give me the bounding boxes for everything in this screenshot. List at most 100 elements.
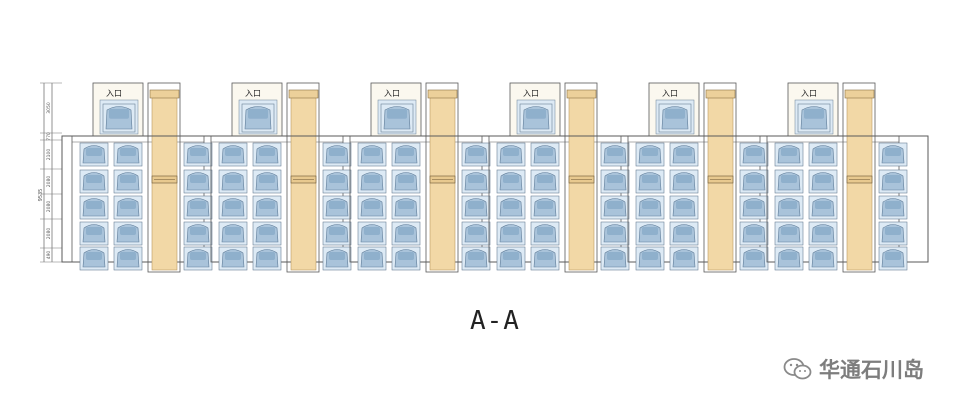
- parking-space-car-roof: [259, 227, 275, 236]
- lift-motor: [149, 89, 180, 99]
- parking-space-car-roof: [607, 175, 623, 184]
- wechat-icon: [783, 358, 812, 380]
- parking-space-car-roof: [190, 252, 206, 261]
- dimension-label: 2080: [46, 176, 52, 188]
- parking-space-car-roof: [329, 175, 345, 184]
- parking-space-car-roof: [468, 175, 484, 184]
- watermark: 华通石川岛: [783, 354, 924, 384]
- parking-space-car-roof: [885, 252, 901, 261]
- entrance-label: 入口: [523, 89, 539, 98]
- parking-space-car-roof: [120, 175, 136, 184]
- parking-space-car-roof: [468, 252, 484, 261]
- entrance-car-roof: [387, 109, 407, 119]
- parking-space-car-roof: [398, 252, 414, 261]
- parking-space-car-roof: [607, 252, 623, 261]
- parking-space-car-roof: [781, 175, 797, 184]
- lift-shaft-frame: [425, 82, 459, 273]
- parking-space-car-roof: [86, 148, 102, 157]
- parking-space-car-roof: [815, 252, 831, 261]
- parking-space-car-roof: [676, 201, 692, 210]
- lift-shaft-frame: [564, 82, 598, 273]
- parking-space-car-roof: [607, 201, 623, 210]
- parking-space-car-roof: [885, 148, 901, 157]
- parking-space-car-roof: [642, 175, 658, 184]
- parking-space-car-roof: [746, 227, 762, 236]
- lift-shaft-frame: [147, 82, 181, 273]
- parking-space-car-roof: [259, 175, 275, 184]
- parking-space-car-roof: [329, 227, 345, 236]
- parking-space-car-roof: [259, 148, 275, 157]
- dimension-label: 2080: [46, 201, 52, 213]
- parking-space-car-roof: [364, 148, 380, 157]
- parking-space-car-roof: [815, 148, 831, 157]
- parking-space-car-roof: [86, 252, 102, 261]
- parking-unit: 入口: [766, 82, 908, 273]
- parking-space-car-roof: [642, 148, 658, 157]
- parking-space-car-roof: [225, 227, 241, 236]
- parking-space-car-roof: [885, 175, 901, 184]
- lift-shaft-frame: [842, 82, 876, 273]
- parking-space-car-roof: [642, 227, 658, 236]
- parking-space-car-roof: [537, 148, 553, 157]
- parking-space-car-roof: [676, 148, 692, 157]
- parking-space-car-roof: [781, 148, 797, 157]
- parking-space-car-roof: [398, 175, 414, 184]
- dimension-label: 2100: [46, 149, 52, 161]
- parking-space-car-roof: [503, 201, 519, 210]
- parking-space-car-roof: [781, 227, 797, 236]
- entrance-car-roof: [804, 109, 824, 119]
- parking-unit: 入口: [488, 82, 630, 273]
- parking-space-car-roof: [86, 175, 102, 184]
- parking-space-car-roof: [259, 201, 275, 210]
- parking-space-car-roof: [468, 201, 484, 210]
- dimension-label: 3050: [46, 102, 52, 114]
- parking-space-car-roof: [503, 148, 519, 157]
- entrance-car-roof: [526, 109, 546, 119]
- parking-unit: 入口: [627, 82, 769, 273]
- parking-unit: 入口: [210, 82, 352, 273]
- lift-motor: [844, 89, 875, 99]
- parking-space-car-roof: [676, 175, 692, 184]
- dimension-label: 2080: [46, 228, 52, 240]
- parking-space-car-roof: [225, 175, 241, 184]
- total-dimension-label: 9535: [38, 189, 44, 202]
- entrance-label: 入口: [106, 89, 122, 98]
- parking-unit: 入口: [349, 82, 491, 273]
- lift-shaft-frame: [703, 82, 737, 273]
- parking-space-car-roof: [746, 252, 762, 261]
- dimension-label: 490: [46, 251, 52, 260]
- parking-space-car-roof: [190, 148, 206, 157]
- parking-space-car-roof: [225, 148, 241, 157]
- parking-space-car-roof: [503, 175, 519, 184]
- parking-space-car-roof: [885, 227, 901, 236]
- parking-space-car-roof: [781, 201, 797, 210]
- entrance-car-roof: [109, 109, 129, 119]
- dimension-label: 770: [46, 132, 52, 141]
- parking-space-car-roof: [746, 175, 762, 184]
- lift-motor: [427, 89, 458, 99]
- lift-motor: [288, 89, 319, 99]
- parking-space-car-roof: [642, 201, 658, 210]
- parking-space-car-roof: [398, 227, 414, 236]
- parking-space-car-roof: [190, 227, 206, 236]
- entrance-label: 入口: [801, 89, 817, 98]
- section-label: A-A: [470, 306, 520, 336]
- parking-space-car-roof: [746, 148, 762, 157]
- parking-space-car-roof: [364, 227, 380, 236]
- parking-space-car-roof: [398, 148, 414, 157]
- parking-space-car-roof: [86, 227, 102, 236]
- parking-space-car-roof: [190, 175, 206, 184]
- entrance-label: 入口: [245, 89, 261, 98]
- parking-space-car-roof: [468, 148, 484, 157]
- parking-space-car-roof: [746, 201, 762, 210]
- parking-space-car-roof: [607, 148, 623, 157]
- parking-space-car-roof: [329, 148, 345, 157]
- parking-space-car-roof: [225, 201, 241, 210]
- parking-space-car-roof: [259, 252, 275, 261]
- parking-space-car-roof: [398, 201, 414, 210]
- lift-shaft-frame: [286, 82, 320, 273]
- lift-motor: [705, 89, 736, 99]
- parking-space-car-roof: [537, 201, 553, 210]
- parking-space-car-roof: [537, 252, 553, 261]
